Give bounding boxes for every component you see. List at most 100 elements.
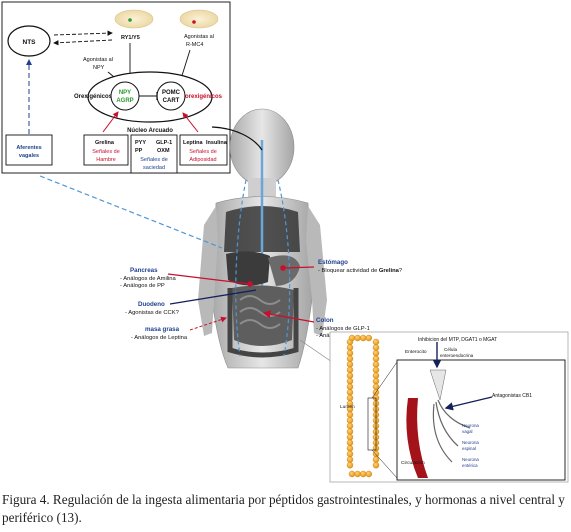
pancreas-arrow xyxy=(167,273,251,285)
pancreas-marker xyxy=(247,281,253,287)
mc4-label-1: Agonistas al xyxy=(184,34,214,40)
satiety-label-2: saciedad xyxy=(143,165,165,171)
vagal-afferents-box xyxy=(5,134,53,166)
vagal-label-1: Aferentes xyxy=(16,145,41,151)
villus-bead xyxy=(372,378,380,385)
villus-bead xyxy=(372,338,380,346)
villus-bead xyxy=(346,422,354,430)
villus-bead xyxy=(365,334,372,342)
villus-bead xyxy=(354,470,361,478)
estomago-desc: - Bloquear actividad de Grelina? xyxy=(318,268,403,274)
brain-to-panel-line xyxy=(211,126,263,151)
villus-bead xyxy=(346,383,354,390)
enterica-label-b: entérica xyxy=(462,463,478,468)
npy-agonist-label-2: NPY xyxy=(93,65,105,71)
left-arm xyxy=(198,206,218,336)
intestine-detail-panel: Inhibicion del MTP, DGAT1 o MGAT Enteroc… xyxy=(329,331,569,483)
blood-vessel xyxy=(406,398,428,478)
antag-label: Antagonistas CB1 xyxy=(492,393,532,399)
colon xyxy=(227,288,299,358)
agrp-label: AGRP xyxy=(116,98,133,104)
hunger-box xyxy=(83,134,129,166)
circulacion-label: Circulación xyxy=(401,460,425,466)
mc4-marker xyxy=(192,20,196,24)
enterica-label-a: Neurona xyxy=(462,457,479,462)
vagal-neuron xyxy=(437,399,471,429)
villus-bead xyxy=(346,411,354,418)
npy-agonist-label-1: Agonistas al xyxy=(83,57,113,63)
duodeno-desc: - Agonistas de CCK? xyxy=(125,310,180,316)
villus-bead xyxy=(346,394,354,402)
enterocito-label: Enterocito xyxy=(405,349,427,355)
npy-agrp-node xyxy=(110,81,140,111)
villus-bead xyxy=(360,470,367,478)
villus-bead xyxy=(372,372,380,379)
celula-label-2: enteroendocrina xyxy=(440,353,474,358)
pancreas-desc-2: - Análogos de PP xyxy=(120,283,165,289)
vagal-label-b: vagal xyxy=(462,429,473,434)
espinal-label-b: espinal xyxy=(462,446,476,451)
villus-bead xyxy=(346,366,354,374)
nucleo-label: Núcleo Arcuado xyxy=(127,128,173,134)
vagal-label-2: vagales xyxy=(19,153,39,159)
villus-bead xyxy=(372,456,380,463)
villus-bead xyxy=(346,361,354,368)
nts-ry-arrow-2 xyxy=(53,39,113,46)
villus-bead xyxy=(346,428,354,435)
leptina-label: Leptina xyxy=(183,140,203,146)
vagal-label-a: Neurona xyxy=(462,423,479,428)
nts-ry-arrow-1 xyxy=(53,30,113,36)
colon-panel-leader xyxy=(299,339,333,363)
masa-desc: - Análogos de Leptina xyxy=(131,335,188,341)
villus-bead xyxy=(346,450,354,458)
insulina-label: Insulina xyxy=(206,140,228,146)
vagus-nerve-left xyxy=(235,179,247,357)
satiety-box xyxy=(130,134,178,174)
adiposity-arrow xyxy=(182,112,199,133)
villus-bead xyxy=(346,355,354,362)
villus-bead xyxy=(365,470,372,478)
estomago-arrow xyxy=(282,266,315,269)
detail-zoom-line-1 xyxy=(371,361,398,399)
colon-title: Colon xyxy=(316,317,334,324)
nts-label: NTS xyxy=(23,39,37,46)
nts-node xyxy=(7,25,51,57)
hunger-label-1: Señales de xyxy=(92,149,120,155)
villus-bead xyxy=(372,350,380,357)
orexigenic-label: Orexigénicos xyxy=(74,94,113,100)
figure-caption: Figura 4. Regulación de la ingesta alime… xyxy=(2,492,565,525)
estomago-desc-post: ? xyxy=(399,268,403,274)
lumen-label: Lumen xyxy=(340,404,355,410)
panel-body-dashed xyxy=(39,175,223,249)
small-intestine xyxy=(232,285,294,346)
pancreas-title: Pancreas xyxy=(130,267,158,274)
estomago-desc-bold: Grelina xyxy=(379,268,400,274)
glp1-label: GLP-1 xyxy=(156,140,172,146)
masa-title: masa grasa xyxy=(145,326,180,333)
villus-bead xyxy=(346,417,354,424)
pyy-label: PYY xyxy=(135,140,146,146)
villus-bead xyxy=(346,434,354,441)
masa-arrow xyxy=(189,316,227,331)
villus-bead xyxy=(346,456,354,463)
pp-label: PP xyxy=(135,148,143,154)
brain-image-mc4 xyxy=(179,9,219,29)
estomago-marker xyxy=(280,265,286,271)
villus-bead xyxy=(346,378,354,385)
villus-bead xyxy=(346,389,354,396)
adiposity-box xyxy=(179,134,228,166)
villus-bead xyxy=(346,350,354,357)
estomago-desc-pre: - Bloquear actividad de xyxy=(318,268,379,274)
duodeno-arrow xyxy=(169,289,257,305)
pomc-label: POMC xyxy=(162,90,181,96)
anorexigenic-label: Anorexigénicos xyxy=(177,94,223,100)
enterocyte-detail-box xyxy=(396,359,566,481)
colon-arrow xyxy=(262,310,315,323)
ry-marker xyxy=(128,18,132,22)
villus-bead xyxy=(360,334,367,342)
villus-bead xyxy=(372,355,380,362)
grelina-label: Grelina xyxy=(95,140,115,146)
vagus-nerve-right xyxy=(277,179,291,357)
inhib-label: Inhibicion del MTP, DGAT1 o MGAT xyxy=(418,337,497,343)
duodeno-title: Duodeno xyxy=(138,301,165,308)
